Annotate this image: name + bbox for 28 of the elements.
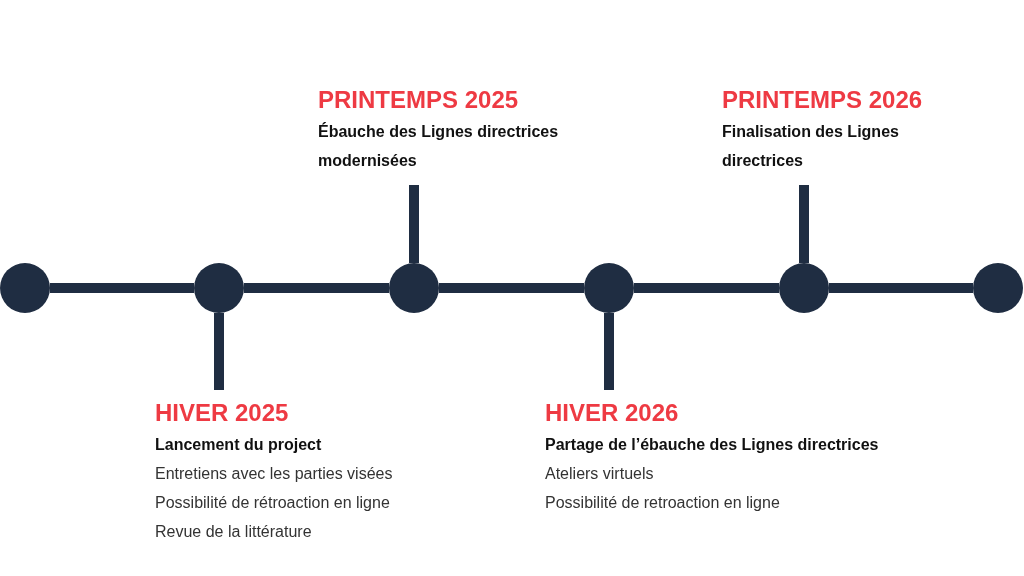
timeline-dot: [389, 263, 439, 313]
milestone-heading: PRINTEMPS 2025: [318, 85, 520, 115]
timeline-line: [604, 313, 614, 390]
timeline-line: [634, 283, 779, 293]
milestone-heading: HIVER 2026: [545, 398, 680, 428]
milestone-heading: HIVER 2025: [155, 398, 290, 428]
milestone-title: Partage de l’ébauche des Lignes directrices: [545, 435, 880, 455]
timeline-dot: [779, 263, 829, 313]
timeline-line: [214, 313, 224, 390]
timeline-line: [244, 283, 389, 293]
milestone-item: Entretiens avec les parties visées: [155, 464, 394, 484]
timeline-dot: [194, 263, 244, 313]
timeline-dot: [0, 263, 50, 313]
timeline-dot: [973, 263, 1023, 313]
timeline-line: [799, 185, 809, 263]
milestone-item: Possibilité de rétroaction en ligne: [155, 493, 391, 513]
milestone-heading: PRINTEMPS 2026: [722, 85, 924, 115]
timeline-line: [829, 283, 973, 293]
timeline-line: [439, 283, 584, 293]
timeline-line: [409, 185, 419, 263]
timeline-line: [50, 283, 194, 293]
milestone-title: Lancement du project: [155, 435, 323, 455]
milestone-item: Ateliers virtuels: [545, 464, 655, 484]
milestone-title: Ébauche des Lignes directrices modernisées: [318, 121, 560, 171]
milestone-item: Possibilité de retroaction en ligne: [545, 493, 781, 513]
milestone-item: Revue de la littérature: [155, 522, 313, 542]
timeline-dot: [584, 263, 634, 313]
milestone-title: Finalisation des Lignes directrices: [722, 122, 900, 171]
